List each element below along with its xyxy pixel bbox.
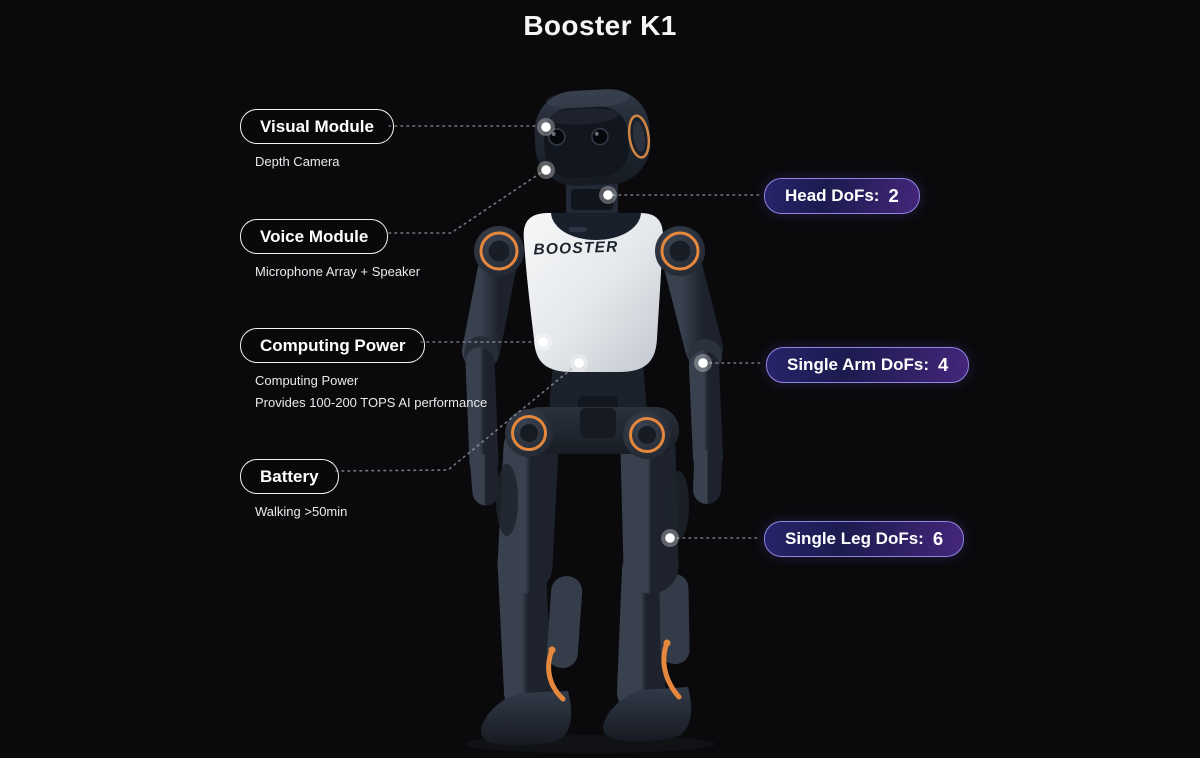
feature-desc: Microphone Array + Speaker: [255, 264, 421, 279]
ankle-cable-icon: [546, 639, 682, 702]
callout-lines: [335, 125, 764, 539]
callout-dot: [537, 118, 555, 136]
chest-logo: BOOSTER: [533, 239, 619, 259]
dof-badge-arm: Single Arm DoFs: 4: [766, 347, 970, 383]
robot-right-arm: [662, 239, 723, 504]
callout-dot: [570, 354, 588, 372]
camera-eye-icon: [591, 127, 609, 146]
feature-desc: Computing Power Provides 100-200 TOPS AI…: [255, 373, 488, 410]
feature-label: Computing Power: [260, 335, 406, 355]
feature-visual-module: Visual Module Depth Camera: [240, 109, 394, 173]
feature-label: Visual Module: [260, 116, 374, 136]
robot-head: [534, 89, 651, 186]
dof-label: Head DoFs:: [785, 186, 880, 205]
robot-thighs: [496, 420, 689, 594]
callout-dots: [534, 118, 712, 547]
feature-voice-module: Voice Module Microphone Array + Speaker: [240, 219, 420, 283]
callout-dot: [534, 333, 552, 351]
callout-dot: [537, 161, 555, 179]
feature-pill-visual-module: Visual Module: [240, 109, 394, 144]
dof-value: 2: [888, 185, 899, 206]
dof-label: Single Arm DoFs:: [787, 355, 929, 374]
feature-desc: Depth Camera: [255, 154, 340, 169]
feature-pill-computing-power: Computing Power: [240, 328, 426, 363]
feature-label: Battery: [260, 466, 319, 486]
robot-pelvis: [505, 407, 679, 459]
shoulder-ring-icon: [660, 231, 700, 271]
callout-line: [335, 365, 576, 472]
feature-pill-voice-module: Voice Module: [240, 219, 389, 254]
shoulder-ring-icon: [479, 231, 519, 271]
feature-battery: Battery Walking >50min: [240, 459, 347, 523]
speaker-grille-icon: [627, 114, 651, 159]
callout-line: [388, 171, 543, 234]
feature-computing-power: Computing Power Computing Power Provides…: [240, 328, 487, 414]
dof-value: 6: [932, 528, 944, 549]
callout-dot: [599, 186, 617, 204]
page-title: Booster K1: [523, 10, 677, 41]
feature-pill-battery: Battery: [240, 459, 339, 494]
dof-badge-leg: Single Leg DoFs: 6: [764, 521, 965, 557]
hip-ring-icon: [511, 415, 547, 451]
robot-torso: BOOSTER: [523, 213, 664, 372]
hip-ring-icon: [629, 417, 665, 453]
robot-shoulders: [474, 226, 705, 276]
robot-feet: [481, 639, 692, 746]
feature-desc: Walking >50min: [255, 504, 348, 519]
callout-dot: [661, 529, 679, 547]
dof-label: Single Leg DoFs:: [785, 529, 924, 548]
dof-badge-head: Head DoFs: 2: [764, 178, 920, 214]
dof-value: 4: [938, 354, 949, 375]
feature-label: Voice Module: [260, 226, 369, 246]
callout-dot: [694, 354, 712, 372]
